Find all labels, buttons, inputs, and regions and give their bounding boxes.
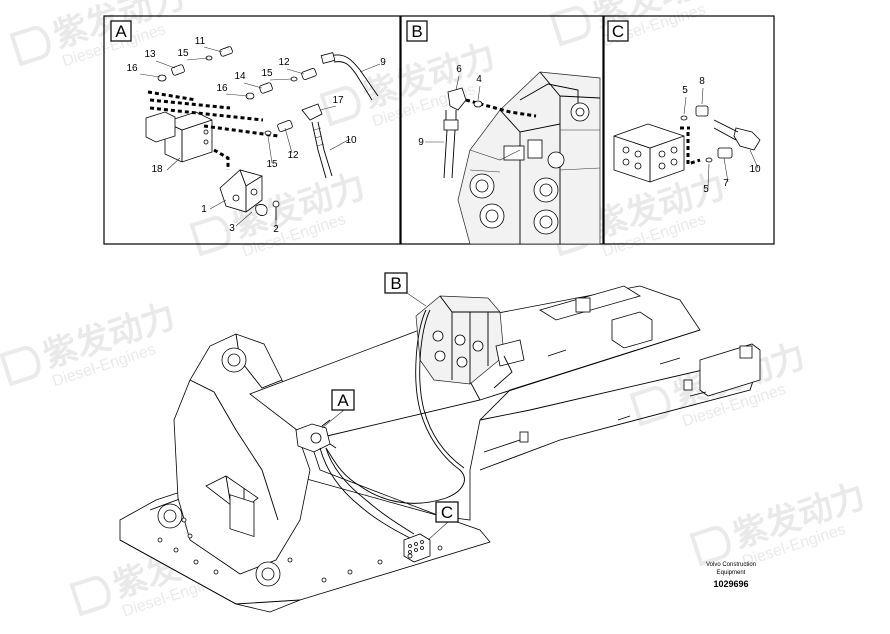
part-number-label: 5 [682, 85, 688, 96]
part-number-label: 4 [476, 74, 482, 85]
panel-a-frame [103, 15, 401, 245]
part-number-label: 10 [345, 135, 357, 146]
frame-control-valve [415, 295, 525, 389]
part-number-label: 9 [418, 137, 424, 148]
callout-box-b [384, 272, 408, 294]
part-number-label: 16 [126, 63, 138, 74]
watermark-logo-icon [9, 26, 51, 67]
panel-c-dashed-lines [680, 126, 701, 167]
watermark-logo-icon [549, 6, 591, 47]
part-number-label: 10 [749, 164, 761, 175]
part-number-label: 12 [278, 57, 290, 68]
panel-c-letter: C [612, 22, 624, 41]
watermark-logo-icon [629, 386, 671, 427]
frame-solenoid [295, 419, 337, 453]
callout-letter-b: B [390, 274, 401, 293]
solenoid-block [145, 111, 213, 163]
watermark-logo-icon [319, 86, 361, 127]
watermark-logo-icon [689, 526, 731, 567]
control-valve [457, 71, 601, 245]
part-number-label: 12 [287, 150, 299, 161]
part-number-label: 13 [144, 49, 156, 60]
part-number-label: 6 [456, 64, 462, 75]
bracket [219, 169, 280, 220]
panel-a-fittings [157, 46, 379, 179]
part-number-label: 15 [266, 159, 278, 170]
panel-b: B 6 4 9 [400, 15, 604, 245]
maker-line-1: Volvo Construction [706, 562, 756, 568]
part-number-label: 17 [332, 95, 344, 106]
base-holes [157, 517, 443, 583]
part-number-label: 16 [216, 83, 228, 94]
connector-block [613, 123, 685, 183]
callout-box-a [331, 389, 355, 411]
panel-a-letter-box [110, 20, 132, 42]
callout-letter-c: C [441, 503, 453, 522]
part-number-label: 2 [273, 224, 279, 235]
watermark-logo-icon [189, 216, 231, 257]
part-number: 1029696 [713, 579, 748, 589]
machine-frame [119, 285, 761, 613]
part-number-label: 3 [229, 223, 235, 234]
part-number-label: 14 [234, 71, 246, 82]
panel-a-dashed-lines [147, 90, 279, 170]
part-number-label: 8 [699, 76, 705, 87]
hose-b [325, 309, 465, 504]
callout-letter-a: A [337, 391, 349, 410]
callouts: B A C [331, 272, 459, 523]
hose-c [319, 447, 415, 539]
part-number-label: 15 [177, 48, 189, 59]
watermark-logo-icon [69, 576, 111, 617]
part-number-label: 7 [723, 178, 729, 189]
panel-b-letter: B [411, 22, 422, 41]
panel-a: A [103, 15, 401, 245]
part-number-label: 1 [201, 204, 207, 215]
callout-box-c [435, 501, 459, 523]
elbow-fitting [447, 87, 467, 111]
part-number-label: 15 [261, 68, 273, 79]
part-number-label: 5 [703, 184, 709, 195]
panel-c-frame [603, 15, 775, 245]
panel-a-letter: A [115, 22, 127, 41]
part-number-label: 18 [151, 164, 163, 175]
maker-line-2: Equipment [717, 570, 746, 576]
panel-c-letter-box [607, 20, 629, 42]
panel-b-letter-box [406, 20, 428, 42]
watermark-logo-icon [0, 346, 41, 387]
frame-connector [403, 533, 431, 563]
part-number-label: 11 [195, 36, 206, 47]
part-number-label: 9 [380, 57, 386, 68]
